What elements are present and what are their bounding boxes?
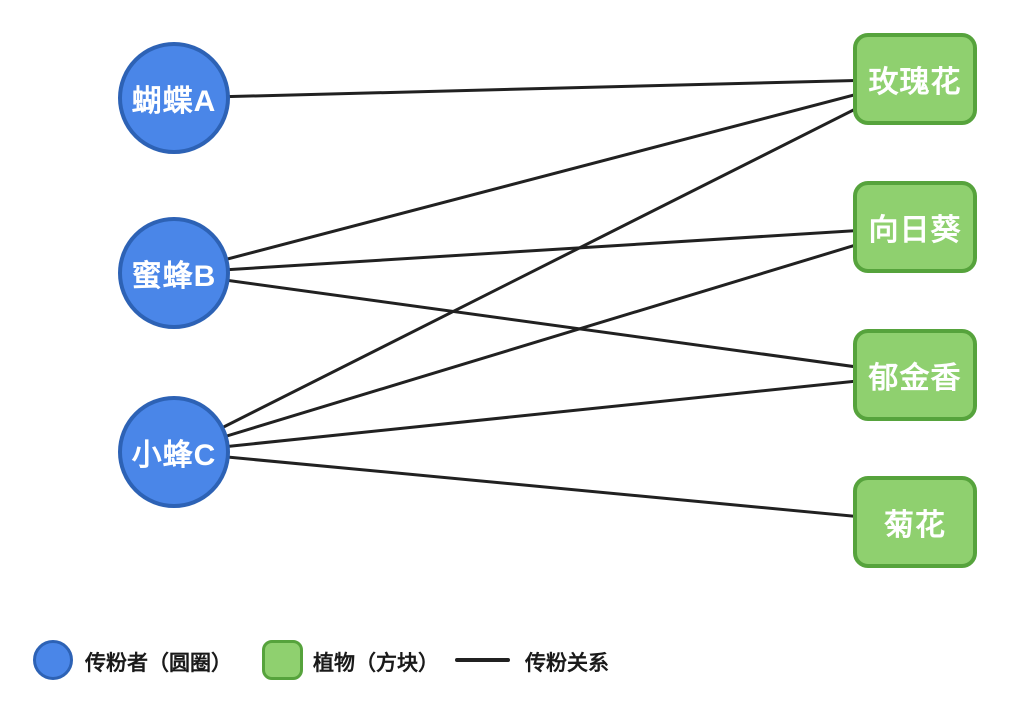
plant-square-swatch-icon xyxy=(262,640,303,680)
node-label: 小蜂C xyxy=(131,439,217,472)
plant-node-tulip: 郁金香 xyxy=(853,329,977,421)
legend-pollinator-label: 传粉者（圆圈） xyxy=(85,652,232,675)
edge-line-swatch-icon xyxy=(455,658,510,662)
edge-C-sunflower xyxy=(173,225,916,454)
pollinator-node-butterfly-a: 蝴蝶A xyxy=(118,42,230,154)
node-label: 郁金香 xyxy=(868,362,962,395)
plant-node-chrysanthemum: 菊花 xyxy=(853,476,977,568)
node-label: 向日葵 xyxy=(868,214,962,247)
plant-node-sunflower: 向日葵 xyxy=(853,181,977,273)
legend-edge-label: 传粉关系 xyxy=(525,652,609,675)
edge-C-rose xyxy=(173,77,916,454)
edge-A-rose xyxy=(173,77,916,100)
edge-C-chrys xyxy=(173,450,916,524)
node-label: 蜜蜂B xyxy=(131,260,217,293)
edge-B-rose xyxy=(173,77,916,275)
node-label: 玫瑰花 xyxy=(868,66,962,99)
pollinator-node-bee-b: 蜜蜂B xyxy=(118,217,230,329)
edge-C-tulip xyxy=(173,373,916,454)
pollinator-node-small-bee-c: 小蜂C xyxy=(118,396,230,508)
edge-B-sunflower xyxy=(173,225,916,275)
node-label: 菊花 xyxy=(884,509,946,542)
plant-node-rose: 玫瑰花 xyxy=(853,33,977,125)
pollinator-circle-swatch-icon xyxy=(33,640,73,680)
edge-B-tulip xyxy=(173,271,916,377)
legend-plant-label: 植物（方块） xyxy=(313,652,439,675)
legend: 传粉者（圆圈） 植物（方块） 传粉关系 xyxy=(0,632,1024,688)
node-label: 蝴蝶A xyxy=(131,85,217,118)
